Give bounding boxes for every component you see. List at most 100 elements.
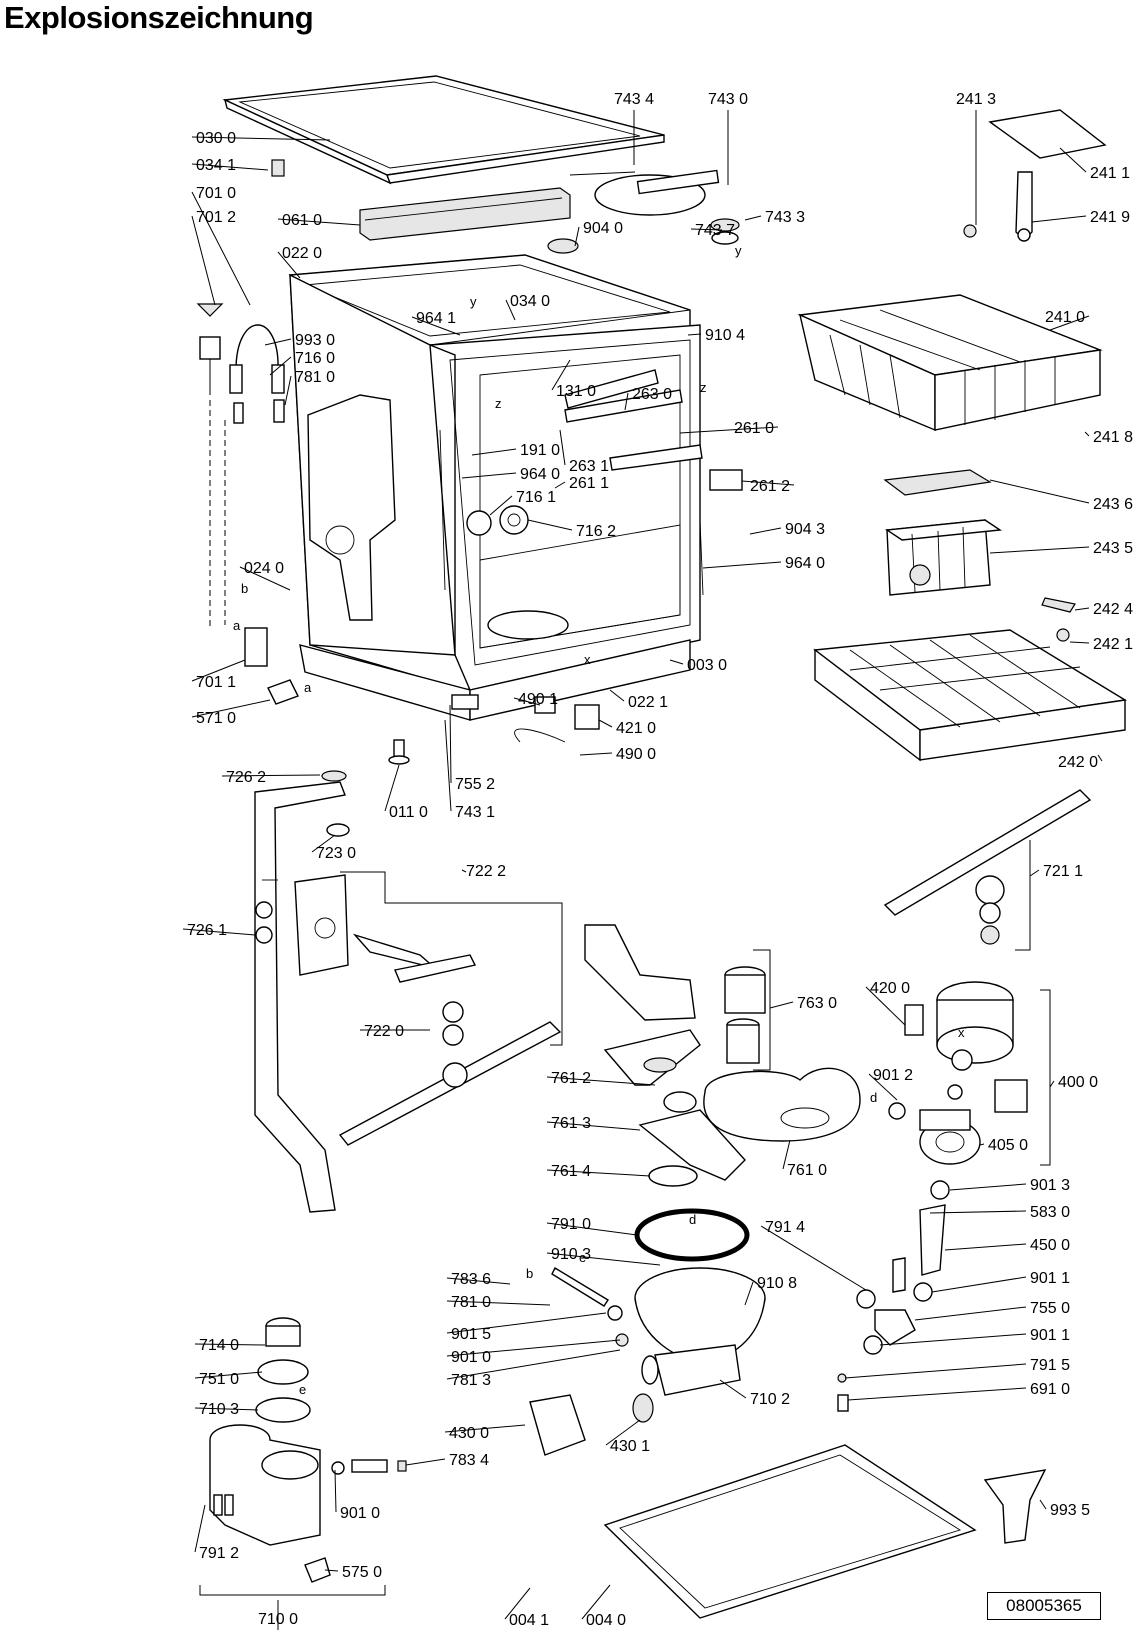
leader-line bbox=[741, 480, 795, 486]
leader-line bbox=[182, 928, 256, 936]
water-duct-726-1 bbox=[254, 770, 350, 1213]
part-label: 783 4 bbox=[449, 1452, 489, 1469]
callout-letter: y bbox=[735, 243, 742, 258]
bracket-763-0 bbox=[753, 949, 771, 1071]
part-label: 024 0 bbox=[244, 560, 284, 577]
leader-line bbox=[1049, 315, 1090, 331]
leader-line bbox=[405, 1458, 446, 1466]
part-label: 751 0 bbox=[199, 1371, 239, 1388]
leader-line bbox=[1097, 754, 1103, 762]
part-label: 901 0 bbox=[451, 1349, 491, 1366]
part-label: 781 3 bbox=[451, 1372, 491, 1389]
clamp-901-3 bbox=[930, 1180, 950, 1200]
part-label: 583 0 bbox=[1030, 1204, 1070, 1221]
spray-arm-722 bbox=[294, 874, 562, 1146]
leader-line bbox=[411, 316, 461, 336]
part-label: 964 0 bbox=[520, 466, 560, 483]
microfilter-hole bbox=[780, 1107, 830, 1129]
housing-405-0 bbox=[919, 1109, 981, 1165]
part-label: 964 0 bbox=[785, 555, 825, 572]
part-label: 716 2 bbox=[576, 523, 616, 540]
callout-letter: a bbox=[233, 618, 241, 633]
part-label: 261 2 bbox=[750, 478, 790, 495]
part-label: 701 2 bbox=[196, 209, 236, 226]
leader-line bbox=[444, 719, 452, 812]
leader-line bbox=[194, 1407, 259, 1411]
leader-line bbox=[546, 1121, 641, 1131]
part-label: 421 0 bbox=[616, 720, 656, 737]
center-duct bbox=[584, 924, 696, 1021]
part-label: 022 1 bbox=[628, 694, 668, 711]
leader-line bbox=[574, 226, 580, 247]
part-label: 910 3 bbox=[551, 1246, 591, 1263]
leader-line bbox=[324, 1569, 339, 1572]
part-label: 131 0 bbox=[556, 383, 596, 400]
part-label: 791 2 bbox=[199, 1545, 239, 1562]
spray-arm-721-1 bbox=[883, 789, 1092, 945]
part-label: 034 0 bbox=[510, 293, 550, 310]
part-label: 721 1 bbox=[1043, 863, 1083, 880]
part-label: 722 0 bbox=[364, 1023, 404, 1040]
rack-241-1 bbox=[988, 109, 1107, 159]
leader-line bbox=[679, 426, 779, 434]
leader-line bbox=[931, 1276, 1027, 1293]
part-label: 901 1 bbox=[1030, 1327, 1070, 1344]
leader-line bbox=[284, 375, 292, 406]
part-label: 061 0 bbox=[282, 212, 322, 229]
ring-791-5 bbox=[837, 1373, 847, 1383]
part-label: 904 3 bbox=[785, 521, 825, 538]
part-label: 261 0 bbox=[734, 420, 774, 437]
part-label: 743 0 bbox=[708, 91, 748, 108]
part-label: 993 0 bbox=[295, 332, 335, 349]
leader-line bbox=[471, 448, 517, 456]
part-label: 781 0 bbox=[295, 369, 335, 386]
leader-line bbox=[446, 1339, 621, 1357]
leader-line bbox=[744, 1281, 754, 1306]
part-label: 714 0 bbox=[199, 1337, 239, 1354]
part-label: 430 0 bbox=[449, 1425, 489, 1442]
part-label: 691 0 bbox=[1030, 1381, 1070, 1398]
leader-line bbox=[598, 719, 613, 728]
part-label: 964 1 bbox=[416, 310, 456, 327]
leader-line bbox=[559, 429, 566, 466]
leader-line bbox=[1039, 1499, 1047, 1510]
part-label: 791 5 bbox=[1030, 1357, 1070, 1374]
leader-line bbox=[446, 1349, 621, 1380]
microfilter-761-0 bbox=[703, 1067, 861, 1142]
leader-line bbox=[1074, 607, 1090, 611]
leader-line bbox=[868, 1073, 898, 1101]
grid-243-6 bbox=[883, 469, 992, 496]
diagram-title: Explosionszeichnung bbox=[4, 0, 314, 35]
part-label: 904 0 bbox=[583, 220, 623, 237]
part-label: 034 1 bbox=[196, 157, 236, 174]
part-label: 743 1 bbox=[455, 804, 495, 821]
part-label: 743 3 bbox=[765, 209, 805, 226]
callout-letter: e bbox=[299, 1382, 306, 1397]
base-plate-004-0 bbox=[603, 1444, 977, 1619]
leader-line bbox=[194, 1504, 206, 1553]
leader-line bbox=[702, 561, 782, 569]
leader-line bbox=[191, 659, 246, 682]
callout-letter: y bbox=[470, 294, 477, 309]
leader-line bbox=[1031, 215, 1087, 223]
part-label: 710 3 bbox=[199, 1401, 239, 1418]
part-label: 761 2 bbox=[551, 1070, 591, 1087]
part-label: 263 0 bbox=[632, 386, 672, 403]
leader-line bbox=[505, 299, 516, 321]
leader-line bbox=[461, 472, 517, 479]
leader-line bbox=[504, 1587, 531, 1620]
callout-letter: d bbox=[689, 1212, 696, 1227]
part-label: 701 0 bbox=[196, 185, 236, 202]
cutlery-basket-243-5 bbox=[884, 519, 1003, 596]
part-label: 241 9 bbox=[1090, 209, 1130, 226]
part-label: 710 2 bbox=[750, 1391, 790, 1408]
part-label: 726 1 bbox=[187, 922, 227, 939]
clamp-901-2 bbox=[888, 1102, 906, 1120]
part-label: 241 1 bbox=[1090, 165, 1130, 182]
part-label: 901 3 bbox=[1030, 1177, 1070, 1194]
leader-line bbox=[605, 1419, 641, 1446]
leader-line bbox=[449, 704, 452, 784]
fitting-783-4 bbox=[331, 1459, 407, 1475]
ring-430-1 bbox=[632, 1393, 654, 1423]
